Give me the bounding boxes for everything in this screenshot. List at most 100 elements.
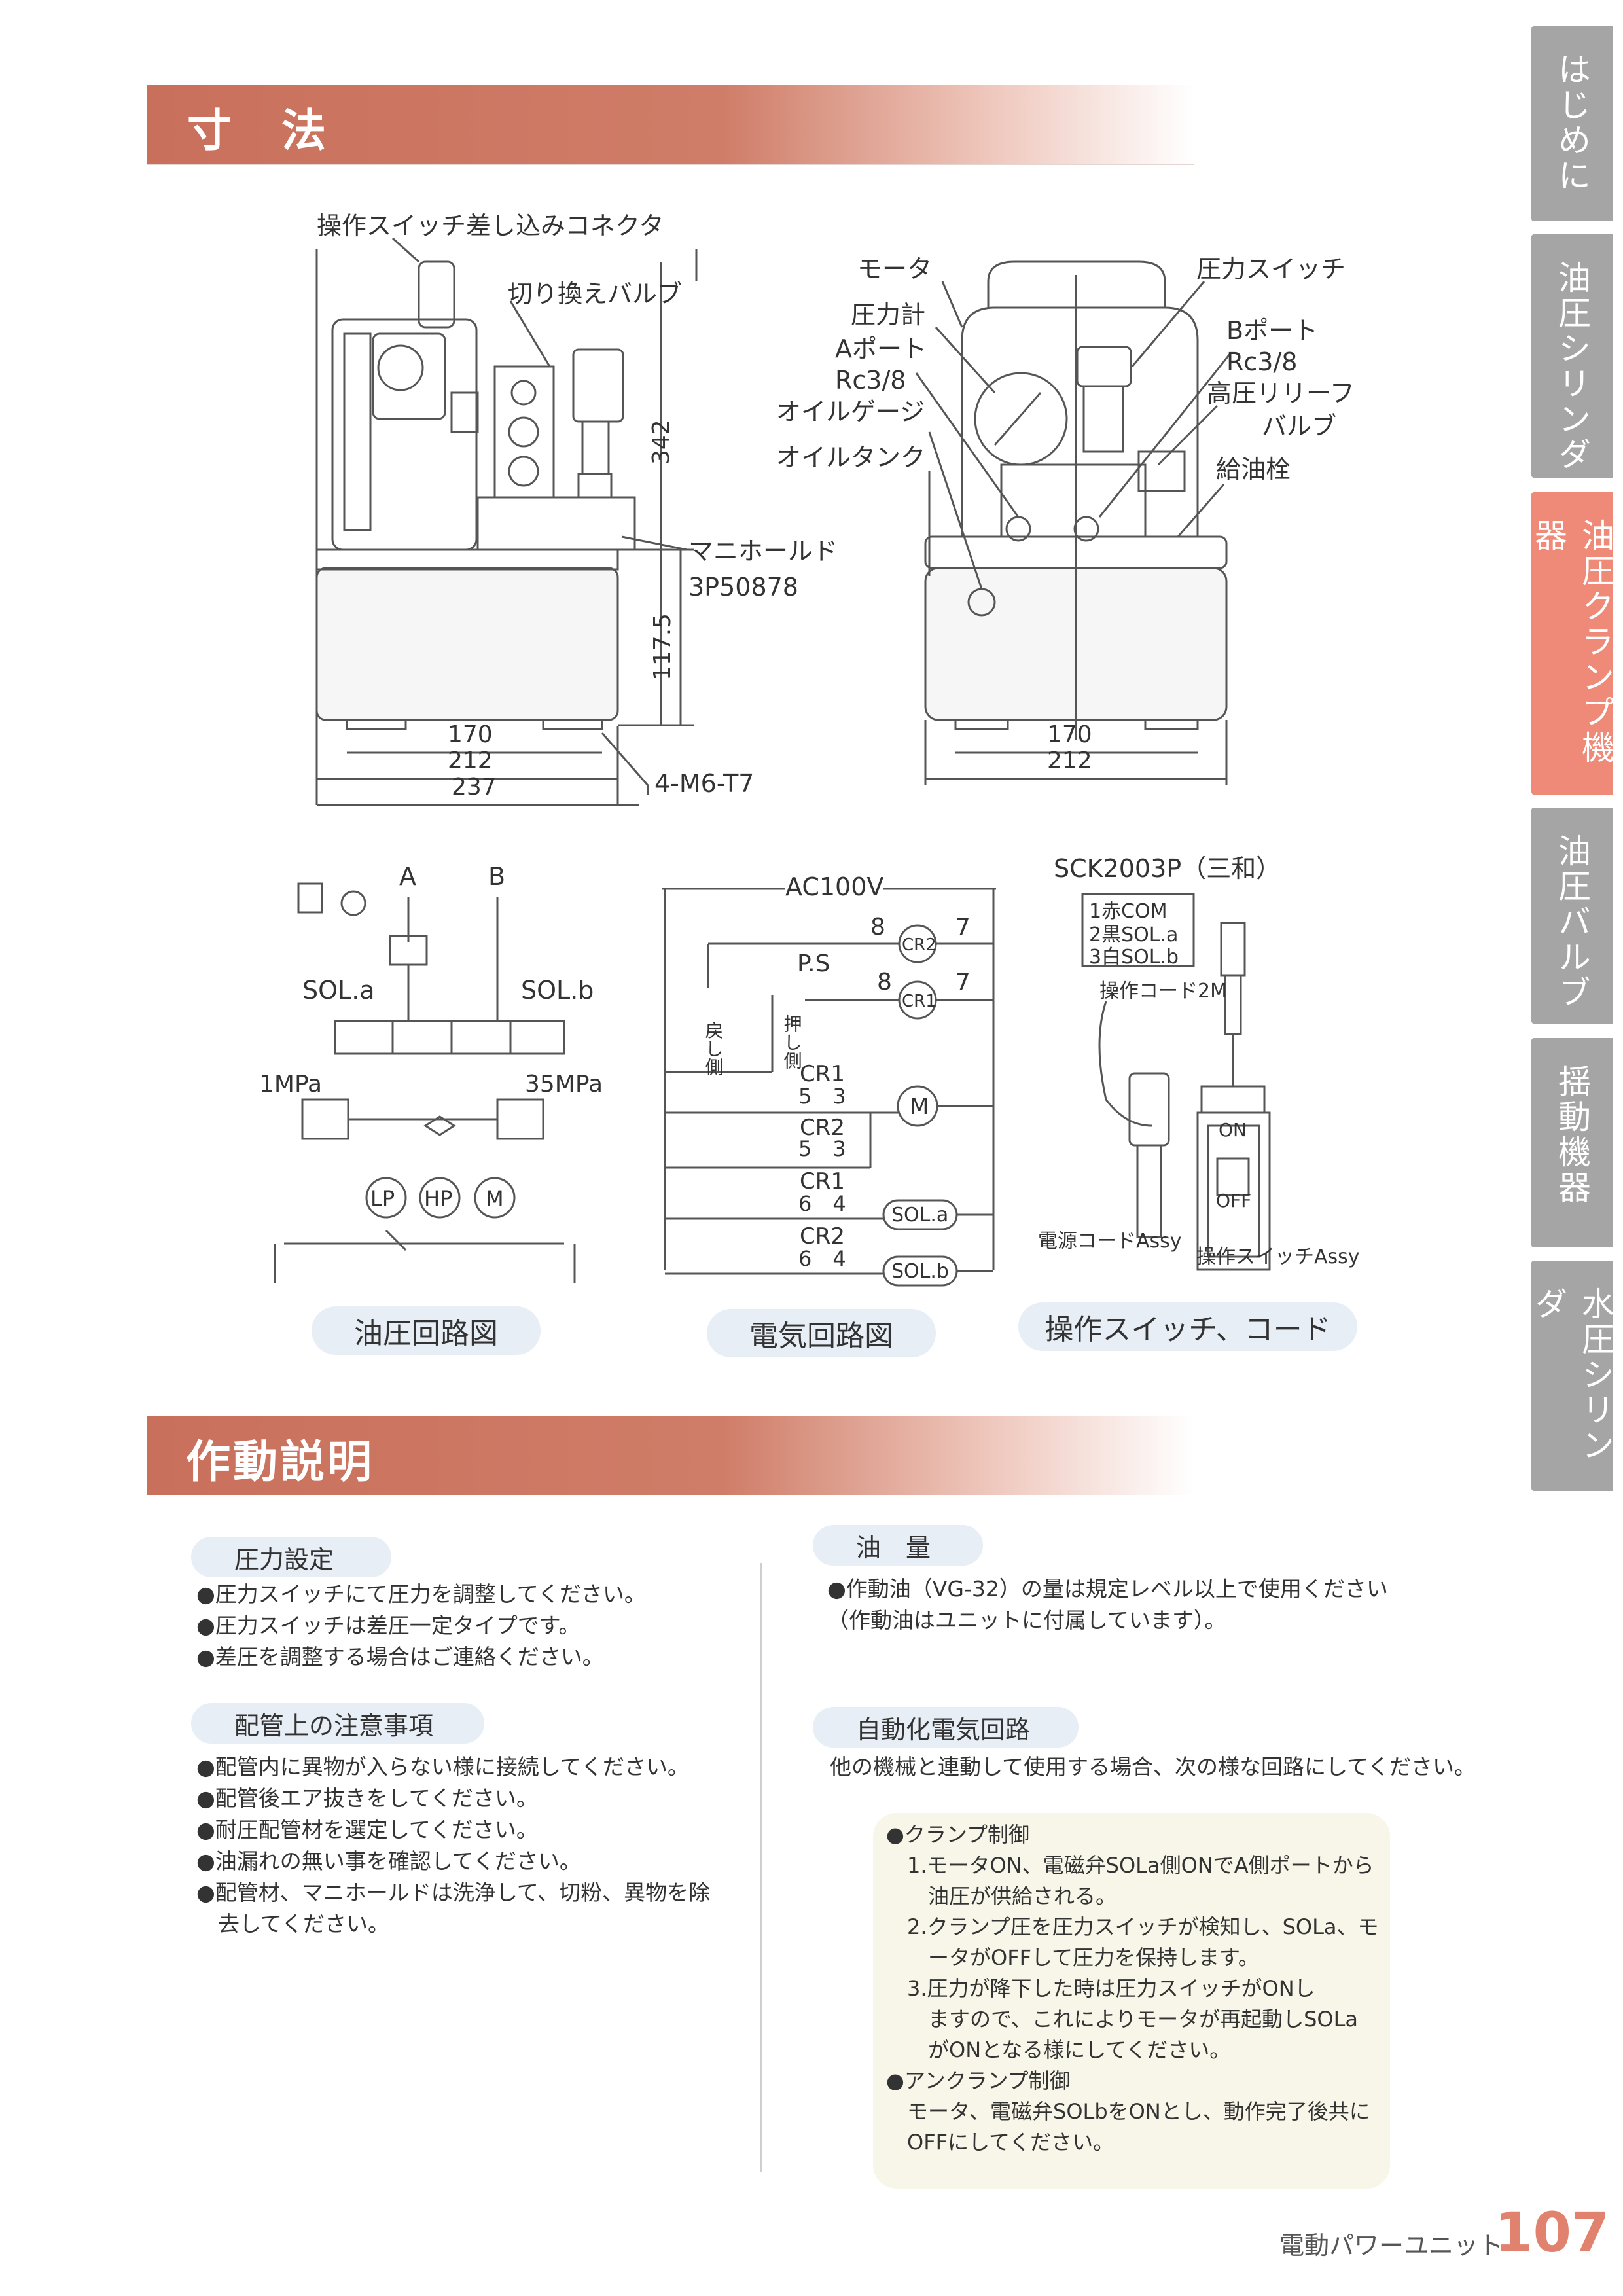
tab-rotary-actuator[interactable]: 揺動機器 (1531, 1038, 1613, 1247)
switch-assy-label: 操作スイッチAssy (1196, 1246, 1360, 1268)
pressure-line: ●圧力スイッチにて圧力を調整してください。 (196, 1581, 646, 1607)
operation-banner: 作動説明 (147, 1416, 1194, 1495)
relief-label-1: 高圧リリーフ (1207, 379, 1355, 408)
piping-heading: 配管上の注意事項 (191, 1703, 484, 1744)
connector-label: 操作スイッチ差し込みコネクタ (317, 211, 664, 240)
hyd-hp-label: HP (424, 1186, 452, 1211)
hyd-lp-label: LP (370, 1186, 395, 1211)
dimension-drawings: 操作スイッチ差し込みコネクタ 切り換えバルブ 342 マニホールド 3P5087… (315, 211, 1355, 806)
manifold-label: マニホールド (688, 537, 838, 565)
height-tank-label: 117.5 (649, 613, 676, 681)
dimensions-title: 寸 法 (187, 105, 329, 157)
hyd-sol-b-label: SOL.b (521, 976, 594, 1005)
side-handle (418, 260, 455, 329)
gauge-label: 圧力計 (851, 300, 925, 329)
oil-line: ●作動油（VG-32）の量は規定レベル以上で使用ください (827, 1576, 1388, 1602)
electric-caption: 電気回路図 (707, 1309, 936, 1357)
front-motor (961, 306, 1199, 537)
clamp-control-text: ●クランプ制御 1.モータON、電磁弁SOLa側ONでA側ポートから 油圧が供給… (886, 1820, 1379, 2158)
tab-label: はじめに (1553, 52, 1591, 194)
side-manifold (476, 496, 636, 551)
clamp-line: 1.モータON、電磁弁SOLa側ONでA側ポートから (886, 1853, 1374, 1878)
electric-caption-text: 電気回路図 (749, 1319, 893, 1353)
elec-ac-label: AC100V (785, 872, 883, 901)
height-total-label: 342 (648, 420, 675, 465)
front-handle (987, 260, 1166, 308)
page-number: 107 (1495, 2200, 1610, 2265)
tab-hydraulic-cylinder[interactable]: 油圧シリンダ (1531, 234, 1613, 478)
tab-label: 揺動機器 (1553, 1064, 1591, 1206)
clamp-control-box (873, 1813, 1390, 2189)
pressure-line: ●圧力スイッチは差圧一定タイプです。 (196, 1613, 580, 1638)
clamp-line: 3.圧力が降下した時は圧力スイッチがONし (886, 1976, 1315, 2001)
tab-introduction[interactable]: はじめに (1531, 26, 1613, 221)
a-port-label: Aポート (835, 334, 927, 363)
switch-off: OFF (1216, 1190, 1251, 1211)
clamp-line: ータがOFFして圧力を保持します。 (886, 1945, 1259, 1970)
elec-motor: M (910, 1094, 929, 1120)
elec-r2-name: CR2 (800, 1115, 845, 1141)
b-rc-label: Rc3/8 (1226, 348, 1297, 376)
elec-sol-b: SOL.b (891, 1260, 949, 1283)
side-valve (493, 365, 555, 499)
relief-label-2: バルブ (1262, 412, 1336, 440)
elec-r3-name: CR1 (800, 1168, 845, 1194)
clamp-line: ●クランプ制御 (886, 1822, 1029, 1847)
banner-rule (147, 164, 1194, 165)
b-port-label: Bポート (1226, 316, 1318, 345)
elec-r4-name: CR2 (800, 1223, 845, 1249)
hyd-sol-a-label: SOL.a (302, 976, 375, 1005)
elec-push-side: 押し側 (781, 1014, 803, 1069)
switch-cord-caption-text: 操作スイッチ、コード (1044, 1313, 1331, 1346)
front-width-212: 212 (1047, 747, 1092, 774)
hyd-relief-high (496, 1098, 544, 1140)
elec-r1-name: CR1 (800, 1061, 845, 1087)
oil-gauge-label: オイルゲージ (776, 397, 925, 426)
elec-r3-pins: 6 4 (798, 1191, 846, 1216)
switch-valve-label: 切り換えバルブ (508, 279, 682, 308)
clamp-line: がONとなる様にしてください。 (886, 2037, 1231, 2062)
piping-text: ●配管内に異物が入らない様に接続してください。 ●配管後エア抜きをしてください。… (196, 1751, 710, 1940)
piping-line: ●配管材、マニホールドは洗浄して、切粉、異物を除 (196, 1880, 711, 1905)
tab-label: 油圧クランプ機器 (1529, 518, 1614, 766)
motor-label: モータ (857, 255, 932, 283)
tab-hydraulic-valve[interactable]: 油圧バルブ (1531, 808, 1613, 1024)
pressure-line: ●差圧を調整する場合はご連絡ください。 (196, 1644, 604, 1670)
oil-title: 油 量 (856, 1533, 931, 1562)
elec-cr1-coil: CR1 (902, 992, 936, 1011)
tab-water-cylinder[interactable]: 水圧シリンダ (1529, 1261, 1614, 1491)
side-motor-hole (377, 344, 424, 391)
pressure-setting-heading: 圧力設定 (191, 1537, 391, 1577)
hyd-b-label: B (488, 862, 505, 891)
elec-8b: 8 (877, 969, 892, 996)
oil-line: （作動油はユニットに付属しています）。 (827, 1607, 1226, 1633)
elec-ps-label: P.S (797, 950, 830, 977)
pressure-setting-text: ●圧力スイッチにて圧力を調整してください。 ●圧力スイッチは差圧一定タイプです。… (196, 1579, 646, 1673)
oil-heading: 油 量 (813, 1525, 983, 1566)
piping-line: 去してください。 (196, 1911, 390, 1937)
operation-title: 作動説明 (186, 1437, 375, 1488)
side-motor (331, 318, 478, 551)
wire-label-box (1081, 893, 1195, 967)
manifold-no-label: 3P50878 (688, 573, 798, 601)
schematic-drawings: A B SOL.a SOL.b 1MPa 35MPa LP HP M AC100… (259, 854, 1360, 1287)
elec-8a: 8 (870, 914, 885, 941)
clamp-line: 2.クランプ圧を圧力スイッチが検知し、SOLa、モ (886, 1914, 1379, 1939)
clamp-line: OFFにしてください。 (886, 2130, 1115, 2155)
switch-box (1196, 1111, 1271, 1271)
tab-label: 油圧シリンダ (1553, 260, 1591, 473)
column-divider (760, 1563, 762, 2172)
clamp-line: ますので、これによりモータが再起動しSOLa (886, 2007, 1359, 2032)
tab-hydraulic-clamp[interactable]: 油圧クランプ機器 (1529, 492, 1614, 795)
tab-label: 油圧バルブ (1553, 834, 1591, 1011)
switch-on: ON (1219, 1119, 1247, 1141)
oil-text: ●作動油（VG-32）の量は規定レベル以上で使用ください （作動油はユニットに付… (827, 1573, 1388, 1636)
wire-1: 1赤COM (1089, 900, 1168, 923)
clamp-line: モータ、電磁弁SOLbをONとし、動作完了後共に (886, 2099, 1370, 2124)
side-connector (450, 391, 479, 433)
piping-line: ●耐圧配管材を選定してください。 (196, 1817, 538, 1842)
clamp-line: ●アンクランプ制御 (886, 2068, 1071, 2093)
filler-label: 給油栓 (1216, 455, 1291, 484)
auto-circuit-heading: 自動化電気回路 (813, 1707, 1079, 1748)
side-foot-right (542, 719, 603, 730)
